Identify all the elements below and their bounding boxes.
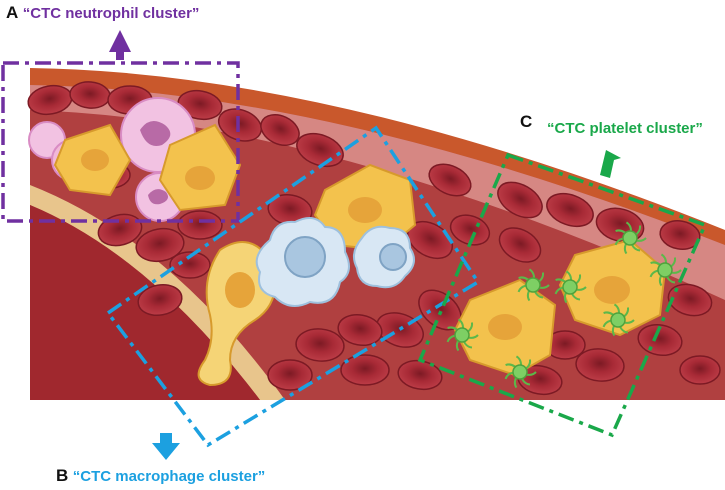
red-blood-cell [449, 214, 491, 246]
panel-a-label: A “CTC neutrophil cluster” [6, 3, 199, 23]
red-blood-cell [217, 108, 263, 142]
red-blood-cell [137, 283, 183, 317]
macrophage-cells [255, 217, 415, 307]
red-blood-cell [497, 181, 543, 219]
panel-b-label: B “CTC macrophage cluster” [56, 466, 265, 486]
red-blood-cell [267, 359, 313, 391]
platelet [649, 253, 682, 287]
red-blood-cell [679, 355, 721, 385]
platelet-cells [446, 221, 682, 389]
arrow-down-icon [152, 433, 180, 460]
red-blood-cell [177, 89, 223, 121]
platelet [517, 268, 550, 302]
platelet [602, 303, 635, 337]
red-blood-cell [135, 227, 185, 263]
panel-caption: “CTC macrophage cluster” [72, 468, 266, 485]
platelet [504, 355, 537, 389]
platelet-cluster-box [417, 152, 708, 438]
panel-c-letter: C [520, 112, 532, 132]
red-blood-cell [337, 313, 383, 347]
red-blood-cell [659, 220, 701, 250]
red-blood-cell [428, 163, 472, 197]
red-blood-cell [295, 328, 345, 362]
platelet [554, 270, 587, 304]
red-blood-cell [667, 283, 713, 317]
macrophage-cluster-box [105, 125, 481, 448]
red-blood-cell [177, 210, 223, 240]
red-blood-cell [546, 192, 594, 228]
platelet [614, 221, 647, 255]
red-blood-cell [169, 251, 211, 279]
ctc-cells [53, 123, 667, 377]
red-blood-cell [340, 354, 390, 386]
panel-caption: “CTC neutrophil cluster” [22, 5, 200, 22]
panel-caption: “CTC platelet cluster” [547, 120, 703, 137]
panel-letter: A [6, 3, 19, 22]
red-blood-cell [498, 227, 542, 263]
panel-letter: B [56, 466, 69, 485]
neutrophil-cluster-box [1, 61, 240, 223]
red-blood-cell [575, 348, 625, 382]
panel-letter: C [520, 112, 533, 131]
red-blood-cell [260, 114, 300, 146]
arrow-up-icon [600, 150, 621, 178]
platelet [446, 318, 479, 352]
arrow-up-icon [109, 30, 131, 60]
